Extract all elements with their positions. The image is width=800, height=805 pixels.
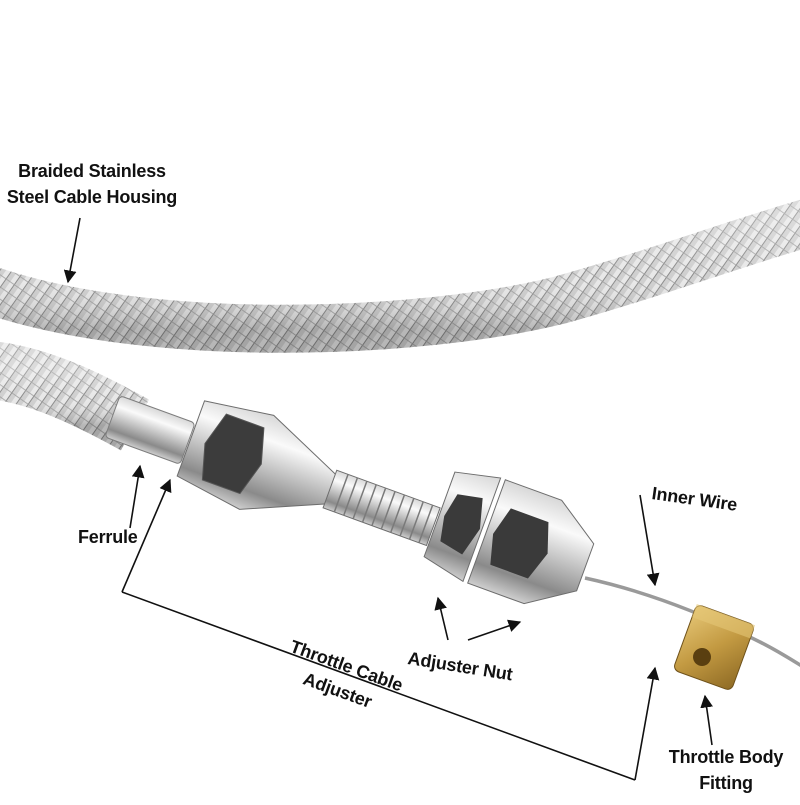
arrow-icon bbox=[434, 596, 449, 641]
arrow-icon bbox=[129, 464, 145, 529]
label-fitting-line2: Fitting bbox=[699, 773, 753, 793]
arrow-icon bbox=[121, 478, 172, 593]
ferrule bbox=[105, 396, 195, 464]
throttle-body-fitting bbox=[674, 604, 756, 690]
label-housing: Braided Stainless Steel Cable Housing bbox=[2, 158, 182, 210]
label-throttle-body-fitting: Throttle Body Fitting bbox=[656, 744, 796, 796]
annotation-lines bbox=[63, 217, 713, 781]
label-housing-line1: Braided Stainless bbox=[18, 161, 166, 181]
arrow-icon bbox=[467, 619, 522, 641]
arrow-icon bbox=[639, 494, 660, 587]
label-housing-line2: Steel Cable Housing bbox=[6, 187, 178, 207]
adjuster-body bbox=[176, 400, 441, 547]
arrow-icon bbox=[634, 666, 660, 781]
adjuster-nuts bbox=[423, 471, 595, 605]
arrow-icon bbox=[700, 694, 713, 746]
label-fitting-line1: Throttle Body bbox=[668, 747, 784, 767]
label-ferrule: Ferrule bbox=[78, 527, 138, 547]
arrow-icon bbox=[63, 217, 81, 284]
braided-housing-upper bbox=[0, 199, 800, 353]
